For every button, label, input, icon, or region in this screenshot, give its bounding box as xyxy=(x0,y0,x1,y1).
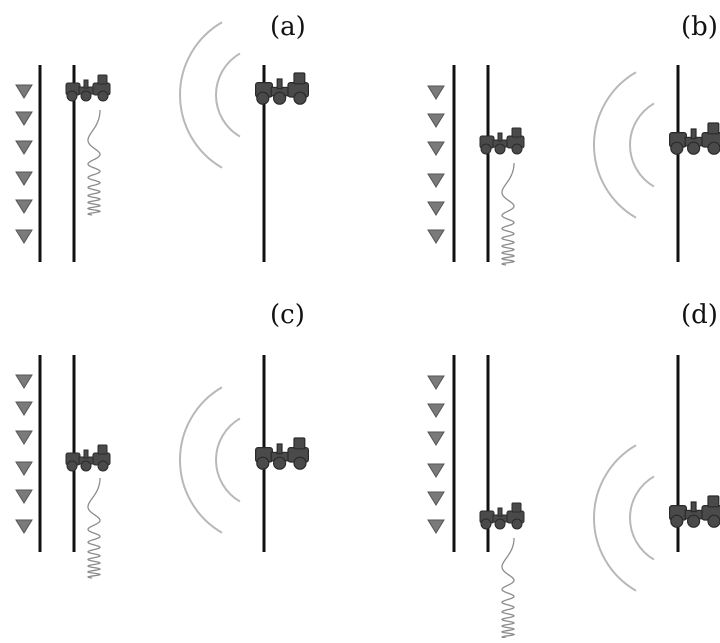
truck-cab-top xyxy=(707,495,720,508)
truck-post xyxy=(690,128,697,140)
truck-wheel xyxy=(256,91,270,105)
truck-wheel xyxy=(66,90,78,102)
panel-label-d: (d) xyxy=(681,300,718,330)
geophone-marker xyxy=(427,141,445,156)
geophone-marker xyxy=(15,199,33,214)
geophone-marker xyxy=(15,401,33,416)
geophone-marker xyxy=(427,491,445,506)
vibrator-truck-icon xyxy=(668,495,720,528)
wavefront-arc xyxy=(215,417,241,503)
truck-post xyxy=(276,443,283,455)
panel-d xyxy=(427,355,720,639)
wavefront-arc xyxy=(592,71,637,219)
truck-wheel xyxy=(480,143,492,155)
geophone-marker xyxy=(15,229,33,244)
truck-post xyxy=(83,449,89,459)
truck-post xyxy=(497,132,503,142)
geophone-marker xyxy=(427,431,445,446)
truck-cab-top xyxy=(293,437,306,450)
geophone-marker xyxy=(15,111,33,126)
sweep-signal xyxy=(86,478,102,579)
truck-wheel xyxy=(293,456,307,470)
panel-label-b: (b) xyxy=(681,12,718,42)
wavefront-arc xyxy=(629,102,655,188)
vibrator-truck-icon xyxy=(668,122,720,155)
geophone-marker xyxy=(15,140,33,155)
geophone-marker xyxy=(15,489,33,504)
wavefront-arc xyxy=(178,386,223,534)
geophone-marker xyxy=(15,461,33,476)
truck-wheel xyxy=(511,143,523,155)
geophone-marker xyxy=(15,430,33,445)
vibrator-truck-icon xyxy=(479,127,525,155)
truck-wheel xyxy=(272,91,287,105)
truck-wheel xyxy=(707,141,720,155)
truck-wheel xyxy=(670,514,684,528)
truck-post xyxy=(276,78,283,90)
geophone-marker xyxy=(15,374,33,389)
vibrator-truck-icon xyxy=(65,444,111,472)
panel-c xyxy=(15,355,310,579)
geophone-marker xyxy=(427,229,445,244)
truck-wheel xyxy=(66,460,78,472)
truck-wheel xyxy=(494,143,506,155)
truck-cab-top xyxy=(511,127,522,138)
truck-wheel xyxy=(670,141,684,155)
vibrator-truck-icon xyxy=(254,437,310,470)
geophone-marker xyxy=(427,173,445,188)
geophone-marker xyxy=(15,519,33,534)
truck-wheel xyxy=(293,91,307,105)
truck-wheel xyxy=(686,514,701,528)
sweep-signal xyxy=(86,110,102,216)
truck-cab-top xyxy=(97,74,108,85)
truck-wheel xyxy=(97,460,109,472)
truck-wheel xyxy=(80,90,92,102)
vibrator-truck-icon xyxy=(65,74,111,102)
geophone-marker xyxy=(427,113,445,128)
truck-post xyxy=(83,79,89,89)
truck-wheel xyxy=(480,518,492,530)
geophone-marker xyxy=(427,463,445,478)
geophone-marker xyxy=(427,85,445,100)
truck-wheel xyxy=(686,141,701,155)
vibrator-truck-icon xyxy=(254,72,310,105)
truck-cab-top xyxy=(97,444,108,455)
panel-label-a: (a) xyxy=(270,12,306,42)
truck-post xyxy=(497,507,503,517)
truck-wheel xyxy=(707,514,720,528)
wavefront-arc xyxy=(592,444,637,592)
geophone-marker xyxy=(427,519,445,534)
truck-wheel xyxy=(97,90,109,102)
panel-label-c: (c) xyxy=(270,300,305,330)
truck-cab-top xyxy=(293,72,306,85)
truck-cab-top xyxy=(707,122,720,135)
wavefront-arc xyxy=(629,475,655,561)
vibrator-truck-icon xyxy=(479,502,525,530)
truck-post xyxy=(690,501,697,513)
truck-wheel xyxy=(80,460,92,472)
sweep-signal xyxy=(500,538,516,639)
geophone-marker xyxy=(15,171,33,186)
truck-cab-top xyxy=(511,502,522,513)
truck-wheel xyxy=(494,518,506,530)
sweep-signal xyxy=(500,163,516,266)
truck-wheel xyxy=(272,456,287,470)
geophone-marker xyxy=(427,201,445,216)
wavefront-arc xyxy=(178,21,223,169)
wavefront-arc xyxy=(215,52,241,138)
geophone-marker xyxy=(427,375,445,390)
panel-b xyxy=(427,65,720,266)
truck-wheel xyxy=(511,518,523,530)
panel-a xyxy=(15,21,310,262)
geophone-marker xyxy=(15,84,33,99)
geophone-marker xyxy=(427,403,445,418)
truck-wheel xyxy=(256,456,270,470)
